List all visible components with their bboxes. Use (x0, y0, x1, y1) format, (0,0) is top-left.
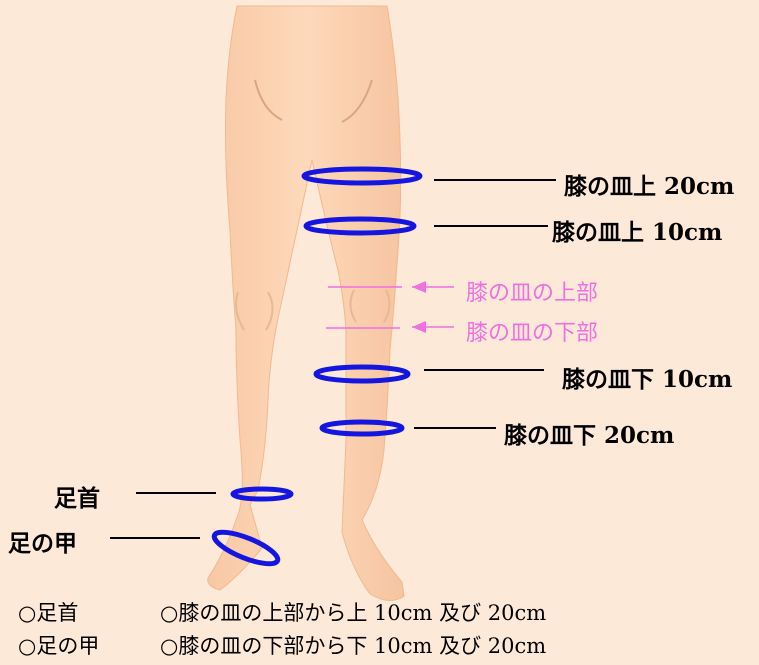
hip-line-right (341, 79, 373, 123)
label-ankle: 足首 (54, 485, 100, 512)
label-knee-bottom: 膝の皿の下部 (466, 321, 599, 346)
knee-left (235, 291, 245, 331)
ring-calf-10 (313, 364, 411, 384)
label-calf-10: 膝の皿下 10cm (562, 366, 733, 393)
footer-row2-left: ○足の甲 (18, 634, 100, 658)
label-instep: 足の甲 (8, 530, 77, 557)
legs-silhouette (207, 5, 405, 601)
ring-thigh-20 (301, 166, 423, 186)
label-thigh-10: 膝の皿上 10cm (552, 219, 723, 246)
label-thigh-20: 膝の皿上 20cm (564, 173, 735, 200)
ring-ankle (230, 486, 294, 502)
ring-thigh-10 (303, 216, 417, 236)
hip-line-left (254, 79, 283, 121)
footer-row-2: ○足の甲 ○膝の皿の下部から下 10cm 及び 20cm (18, 630, 738, 660)
knee-right (349, 289, 357, 323)
label-calf-20: 膝の皿下 20cm (504, 422, 675, 449)
ring-instep (211, 529, 281, 567)
ring-calf-20 (319, 419, 405, 437)
knee-right-2 (383, 289, 391, 323)
footer-row2-right: ○膝の皿の下部から下 10cm 及び 20cm (160, 634, 547, 658)
left-arrow-icon (412, 281, 426, 293)
footer-row-1: ○足首 ○膝の皿の上部から上 10cm 及び 20cm (18, 597, 738, 627)
knee-left-2 (265, 291, 274, 331)
footer-row1-right: ○膝の皿の上部から上 10cm 及び 20cm (160, 601, 547, 625)
label-knee-top: 膝の皿の上部 (466, 281, 599, 306)
footer-row1-left: ○足首 (18, 601, 79, 625)
left-arrow-icon (412, 321, 426, 333)
